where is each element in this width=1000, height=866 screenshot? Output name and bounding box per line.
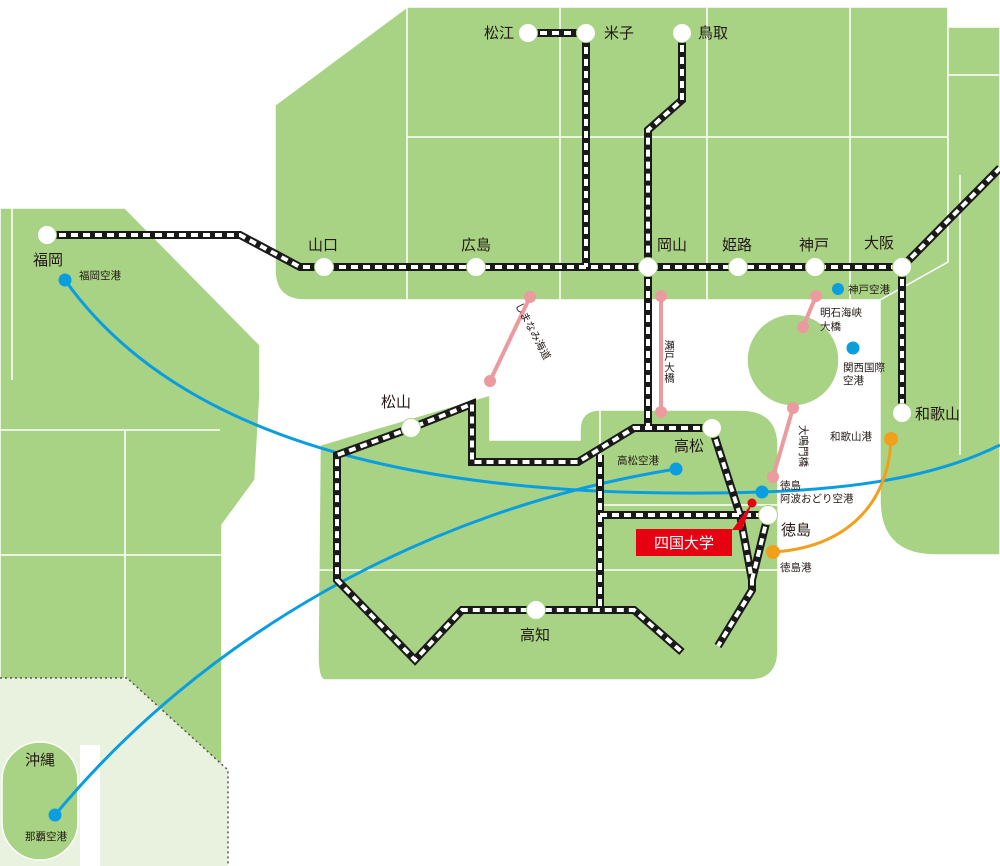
airport-takamatsu-label: 高松空港 [617,454,659,467]
university-pointer [732,503,752,530]
bridge-end-marker [655,406,667,418]
station-wakayama-icon [892,403,912,423]
bridge-end-marker [767,471,779,483]
station-matsuyama-label: 松山 [381,393,411,411]
station-tottori-icon [672,23,692,43]
prefecture-boundaries [0,7,1000,680]
station-kobe-icon [805,257,825,277]
shikoku-region [317,393,779,681]
akashi-label-2: 大橋 [820,320,841,333]
station-wakayama-label: 和歌山 [915,405,960,423]
station-kobe-label: 神戸 [799,236,829,254]
airport-kobe-label: 神戸空港 [848,283,890,296]
station-hiroshima-label: 広島 [461,236,491,254]
naruto-label: 大鳴門橋 [797,425,810,467]
air-routes [53,279,1000,816]
station-matsue-label: 松江 [484,24,514,42]
university-dot-icon [747,498,757,508]
kinki-region [879,26,1000,556]
airport-fukuoka-icon [58,273,72,287]
land-layer [0,6,1000,866]
station-matsuyama-icon [401,418,421,438]
bridge-end-marker [810,290,822,302]
station-yonago-label: 米子 [604,24,634,42]
airport-naha-label: 那覇空港 [25,830,67,843]
station-kochi-label: 高知 [520,626,550,644]
airport-kobe-icon [832,283,844,295]
university-label-box[interactable] [636,529,732,556]
port-wakayama-icon [884,432,898,446]
station-hiroshima-icon [466,257,486,277]
station-matsue-icon [518,23,538,43]
port-tokushima-icon [766,545,780,559]
shimanami-bridge [488,296,532,382]
station-kochi-icon [526,600,546,620]
university-label[interactable]: 四国大学 [654,534,714,552]
station-okayama-label: 岡山 [657,236,687,254]
airport-fukuoka-label: 福岡空港 [79,269,121,282]
seto-bridge-label-2: 大橋 [663,361,675,384]
bridge-end-marker [797,321,809,333]
airport-tokushima-icon [755,485,769,499]
station-tokushima-icon [758,505,778,525]
station-fukuoka-icon [37,225,57,245]
station-tottori-label: 鳥取 [698,24,728,42]
station-osaka-label: 大阪 [864,234,894,252]
port-wakayama-label: 和歌山港 [830,430,872,443]
port-tokushima-label: 徳島港 [780,561,812,574]
chugoku-region [274,6,949,301]
akashi-label-1: 明石海峡 [820,306,862,319]
station-labels: 松江 米子 鳥取 福岡 山口 広島 岡山 姫路 神戸 大阪 和歌山 松山 高松 … [25,24,960,769]
station-fukuoka-label: 福岡 [33,251,63,269]
station-takamatsu-label: 高松 [674,437,704,455]
station-osaka-icon [892,257,912,277]
station-himeji-icon [728,257,748,277]
station-takamatsu-icon [702,418,722,438]
port-markers [766,432,898,559]
airport-tokushima-label-2: 阿波おどり空港 [780,492,854,505]
airport-takamatsu-icon [669,462,683,476]
ferry-route [772,438,893,554]
airport-kansai-label-1: 関西国際 [843,362,885,374]
naruto-bridge [771,407,795,478]
air-route-fukuoka [63,279,1000,495]
station-himeji-label: 姫路 [722,236,752,254]
station-yamaguchi-label: 山口 [308,236,338,254]
airport-kansai-label-2: 空港 [843,374,864,387]
airport-naha-icon [48,808,62,822]
okinawa-island [1,741,79,861]
shimanami-label: しまなみ海道 [512,300,553,362]
seto-bridge-label-1: 瀬戸 [663,339,675,362]
rail-lines [47,29,1000,666]
bridge-end-marker [524,291,536,303]
station-tokushima-label: 徳島 [781,521,811,539]
station-markers [37,23,912,620]
facility-labels: 福岡空港 神戸空港 関西国際 空港 高松空港 徳島 阿波おどり空港 那覇空港 和… [25,269,890,843]
bridge-end-marker [655,290,667,302]
airport-kansai-icon [846,341,860,355]
airport-markers [48,273,860,822]
station-yamaguchi-icon [314,257,334,277]
bridge-markers [484,290,822,483]
station-yonago-icon [576,23,596,43]
air-route-naha [53,467,677,816]
okinawa-boundary [0,677,229,866]
region-okinawa-label: 沖縄 [25,751,55,769]
station-okayama-icon [638,257,658,277]
airport-tokushima-label-1: 徳島 [780,479,801,492]
bridge-end-marker [787,402,799,414]
bridge-end-marker [484,375,496,387]
